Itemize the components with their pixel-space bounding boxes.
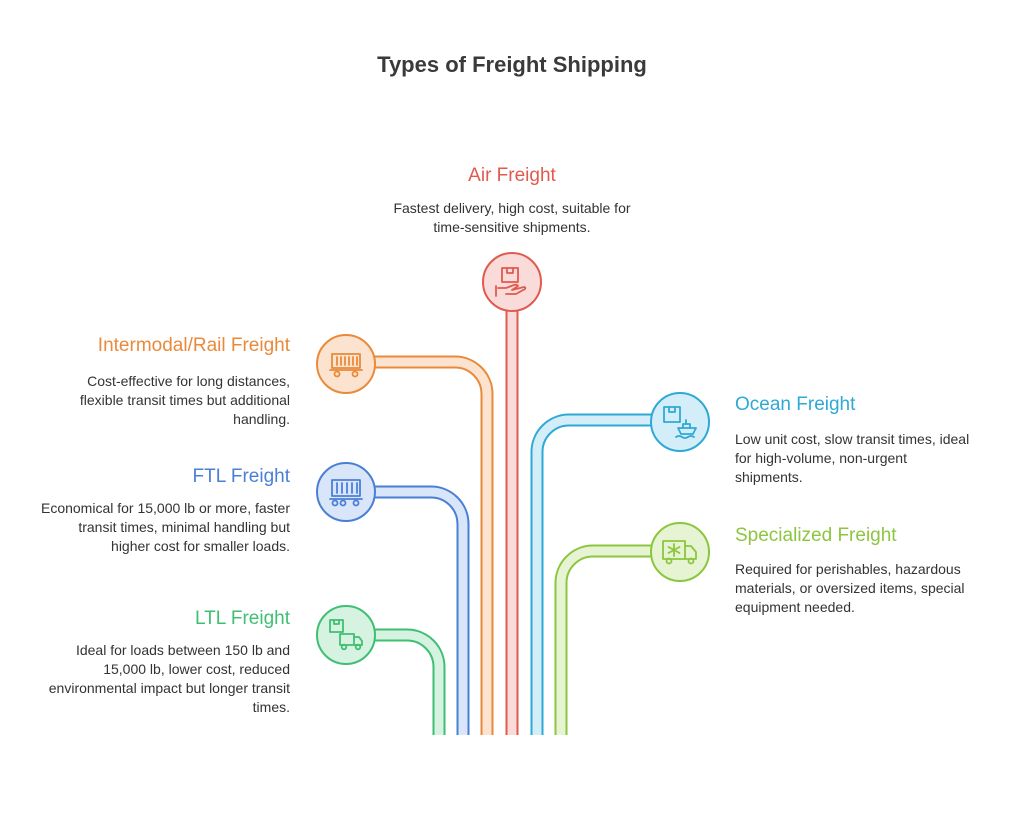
pipe-ltl <box>346 628 446 735</box>
refrigerated-truck-icon <box>650 522 710 582</box>
intermodal-freight-heading: Intermodal/Rail Freight <box>97 335 290 356</box>
container-truck-icon <box>316 462 376 522</box>
pipe-intermodal <box>346 355 494 735</box>
intermodal-freight-description: Cost-effective for long distances, flexi… <box>79 373 290 427</box>
box-on-hand-icon <box>482 252 542 312</box>
air-freight-description: Fastest delivery, high cost, suitable fo… <box>393 200 631 235</box>
box-ship-icon <box>650 392 710 452</box>
pipe-ocean <box>530 413 680 735</box>
air-freight-heading: Air Freight <box>468 165 556 186</box>
ftl-freight-description: Economical for 15,000 lb or more, faster… <box>40 500 290 554</box>
ocean-freight-description: Low unit cost, slow transit times, ideal… <box>735 431 970 485</box>
page-title: Types of Freight Shipping <box>377 52 647 77</box>
ltl-freight-heading: LTL Freight <box>194 608 290 629</box>
pipe-specialized <box>554 544 680 735</box>
pipe-ftl <box>346 485 470 735</box>
specialized-freight-heading: Specialized Freight <box>735 525 897 546</box>
ftl-freight-heading: FTL Freight <box>192 466 291 487</box>
ocean-freight-heading: Ocean Freight <box>735 394 856 415</box>
ltl-freight-description: Ideal for loads between 150 lb and 15,00… <box>48 642 290 715</box>
specialized-freight-description: Required for perishables, hazardous mate… <box>735 561 965 615</box>
rail-car-icon <box>316 334 376 394</box>
box-truck-icon <box>316 605 376 665</box>
